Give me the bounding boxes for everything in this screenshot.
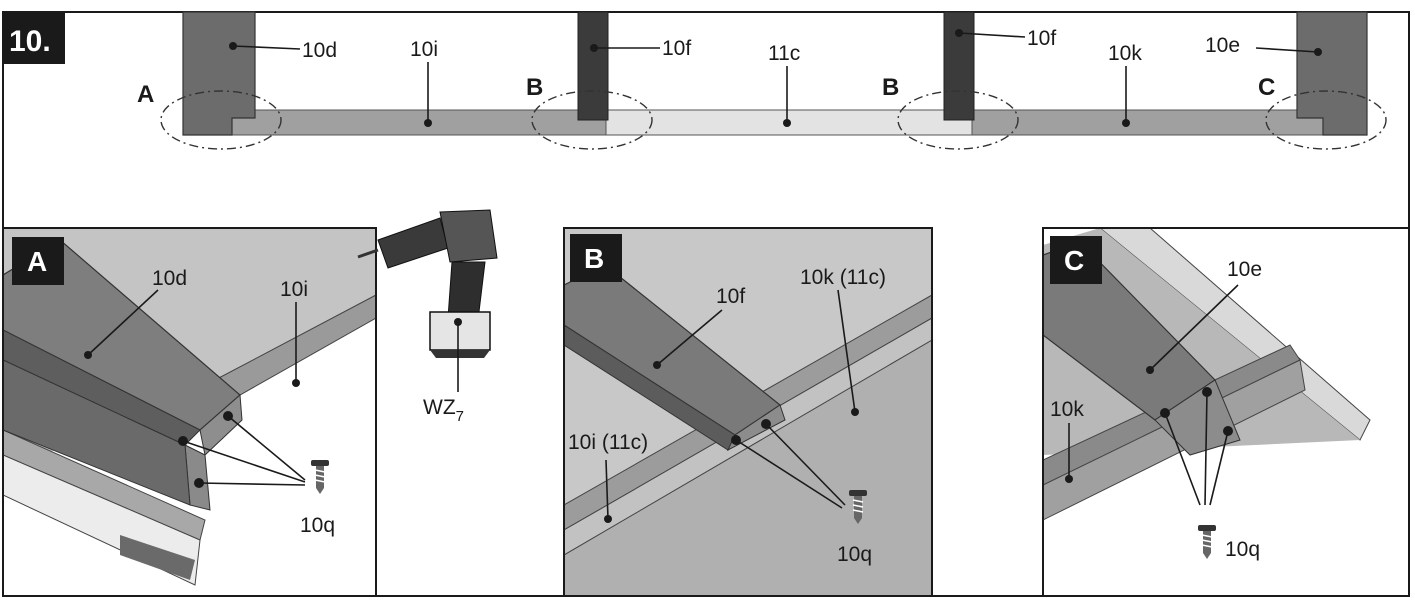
- detail-panel-b: B 10f 10k (11c) 10i (11c) 10q: [563, 227, 933, 597]
- panel-a-label-10q: 10q: [300, 514, 335, 537]
- step-number: 10.: [9, 25, 51, 58]
- panel-c-label-10e: 10e: [1227, 258, 1262, 281]
- zone-a-marker: [160, 90, 282, 150]
- rail-10i: [182, 109, 607, 136]
- post-10f-left: [577, 11, 609, 121]
- zone-label-c: C: [1258, 74, 1275, 101]
- part-label-10k: 10k: [1108, 42, 1142, 65]
- part-label-10e: 10e: [1205, 34, 1240, 57]
- part-label-10f-left: 10f: [662, 37, 691, 60]
- post-10e: [1296, 11, 1368, 136]
- panel-a-label-10d: 10d: [152, 267, 187, 290]
- zone-label-b-right: B: [882, 74, 899, 101]
- panel-a-badge-label: A: [27, 246, 47, 277]
- panel-b-badge-label: B: [584, 243, 604, 274]
- panel-b-badge: [570, 234, 622, 282]
- panel-b-label-10i-11c: 10i (11c): [568, 431, 648, 454]
- detail-panel-a: A 10d 10i 10q: [2, 227, 377, 597]
- panel-a-label-10i: 10i: [280, 278, 308, 301]
- panel-c-badge-label: C: [1064, 245, 1084, 276]
- step-badge: [3, 12, 65, 64]
- zone-b-marker-left: [531, 90, 653, 150]
- zone-label-a: A: [137, 81, 154, 108]
- zone-b-marker-right: [897, 90, 1019, 150]
- panel-b-label-10f: 10f: [716, 285, 745, 308]
- part-label-10d: 10d: [302, 39, 337, 62]
- drill-icon: [357, 209, 498, 392]
- part-label-10i: 10i: [410, 38, 438, 61]
- panel-c-badge: [1050, 236, 1102, 284]
- panel-c-label-10k: 10k: [1050, 398, 1084, 421]
- detail-panel-c: C 10e 10k 10q: [1042, 227, 1410, 597]
- screw-icon: [311, 460, 329, 494]
- part-label-11c: 11c: [768, 42, 800, 65]
- panel-b-label-10q: 10q: [837, 543, 872, 566]
- part-label-10f-right: 10f: [1027, 27, 1056, 50]
- post-10f-right: [943, 11, 975, 121]
- panel-a-badge: [12, 237, 64, 285]
- zone-c-marker: [1265, 90, 1387, 150]
- panel-b-label-10k-11c: 10k (11c): [800, 266, 886, 289]
- tool-label: WZ7: [423, 396, 464, 425]
- panel-c-label-10q: 10q: [1225, 538, 1260, 561]
- post-10d: [182, 11, 256, 136]
- overview: 10. A B B C: [2, 11, 1410, 597]
- screw-icon: [1198, 525, 1216, 559]
- zone-label-b-left: B: [526, 74, 543, 101]
- screw-icon: [849, 490, 867, 524]
